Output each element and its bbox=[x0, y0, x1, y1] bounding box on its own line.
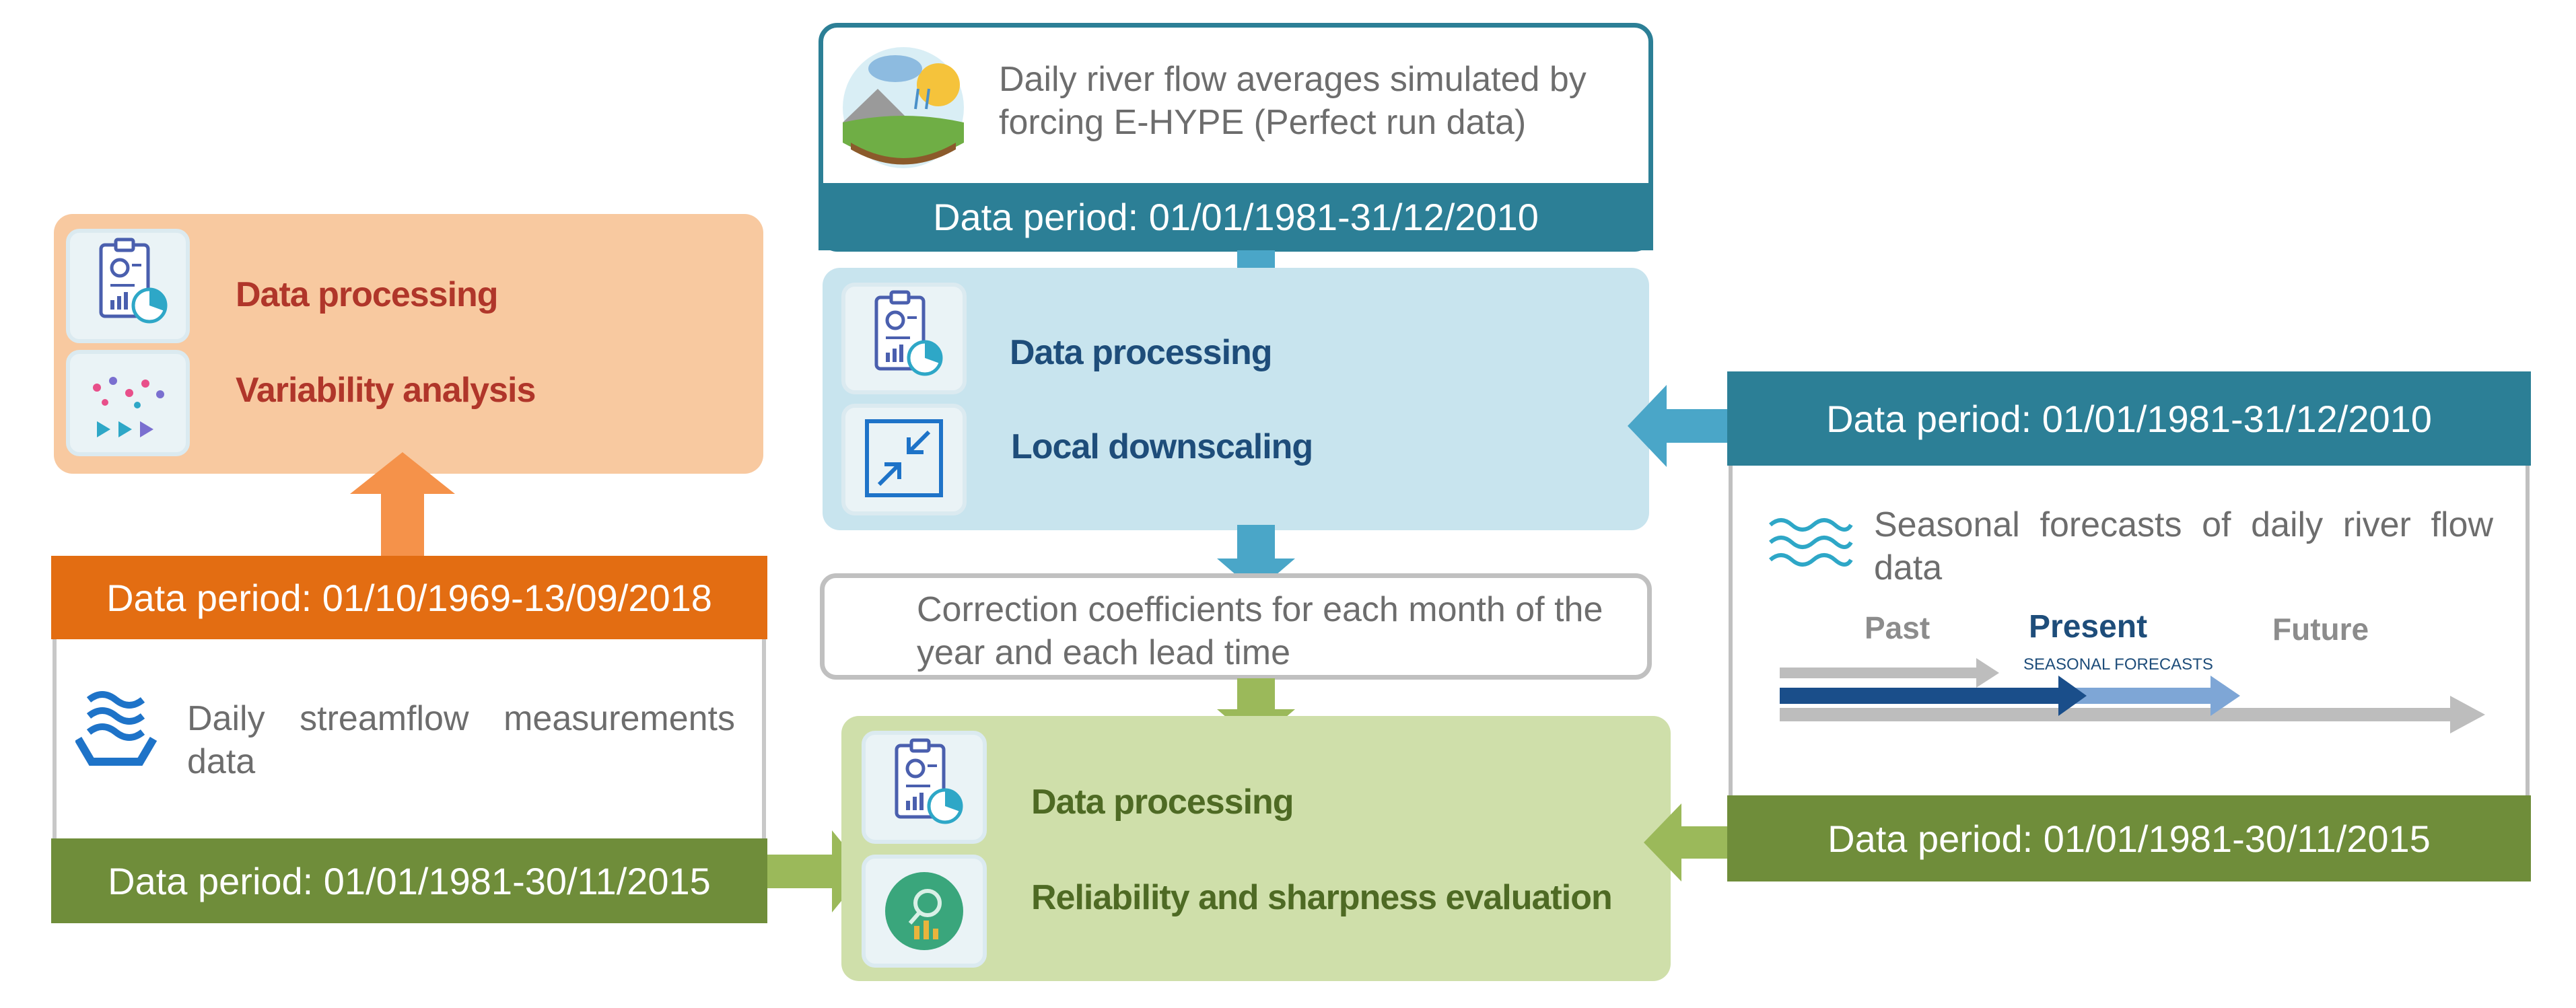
right-arrow-green bbox=[767, 830, 866, 912]
evaluation-icon bbox=[862, 855, 987, 968]
left-top-period: Data period: 01/10/1969-13/09/2018 bbox=[51, 556, 767, 639]
orange-item-1: Data processing bbox=[236, 275, 499, 314]
ehype-description: Daily river flow averages simulated by f… bbox=[999, 60, 1587, 142]
data-processing-icon bbox=[66, 229, 190, 343]
timeline-sublabel: SEASONAL FORECASTS bbox=[2023, 655, 2213, 674]
green-item-1: Data processing bbox=[1031, 783, 1294, 822]
left-arrow-blue bbox=[1628, 385, 1731, 467]
streamflow-description: Daily streamflow measurements data bbox=[187, 699, 735, 781]
downscaling-icon bbox=[841, 404, 967, 515]
center-top-period: Data period: 01/01/1981-31/12/2010 bbox=[819, 183, 1653, 250]
correction-text: Correction coefficients for each month o… bbox=[917, 590, 1603, 672]
variability-analysis-icon bbox=[66, 350, 190, 456]
down-arrow-green bbox=[1217, 678, 1295, 743]
green-item-2: Reliability and sharpness evaluation bbox=[1031, 878, 1613, 917]
orange-item-2: Variability analysis bbox=[236, 371, 536, 410]
waves-icon bbox=[1769, 518, 1853, 567]
left-arrow-green bbox=[1644, 803, 1730, 881]
timeline-past: Past bbox=[1865, 610, 1930, 645]
data-processing-icon bbox=[862, 731, 987, 844]
timeline-present: Present bbox=[2029, 609, 2148, 645]
left-bottom-period: Data period: 01/01/1981-30/11/2015 bbox=[51, 838, 767, 923]
timeline-future: Future bbox=[2272, 612, 2369, 647]
timeline-arrows bbox=[1780, 658, 2485, 733]
blue-item-1: Data processing bbox=[1010, 333, 1273, 372]
data-processing-icon bbox=[841, 283, 967, 394]
correction-box bbox=[820, 573, 1652, 680]
blue-item-2: Local downscaling bbox=[1011, 427, 1313, 466]
up-arrow-orange bbox=[350, 452, 455, 560]
right-top-period: Data period: 01/01/1981-31/12/2010 bbox=[1727, 371, 2531, 466]
water-icon bbox=[75, 691, 158, 766]
seasonal-description: Seasonal forecasts of daily river flow d… bbox=[1874, 505, 2493, 587]
right-bottom-period: Data period: 01/01/1981-30/11/2015 bbox=[1727, 795, 2531, 881]
hydrology-cycle-icon bbox=[843, 47, 964, 168]
